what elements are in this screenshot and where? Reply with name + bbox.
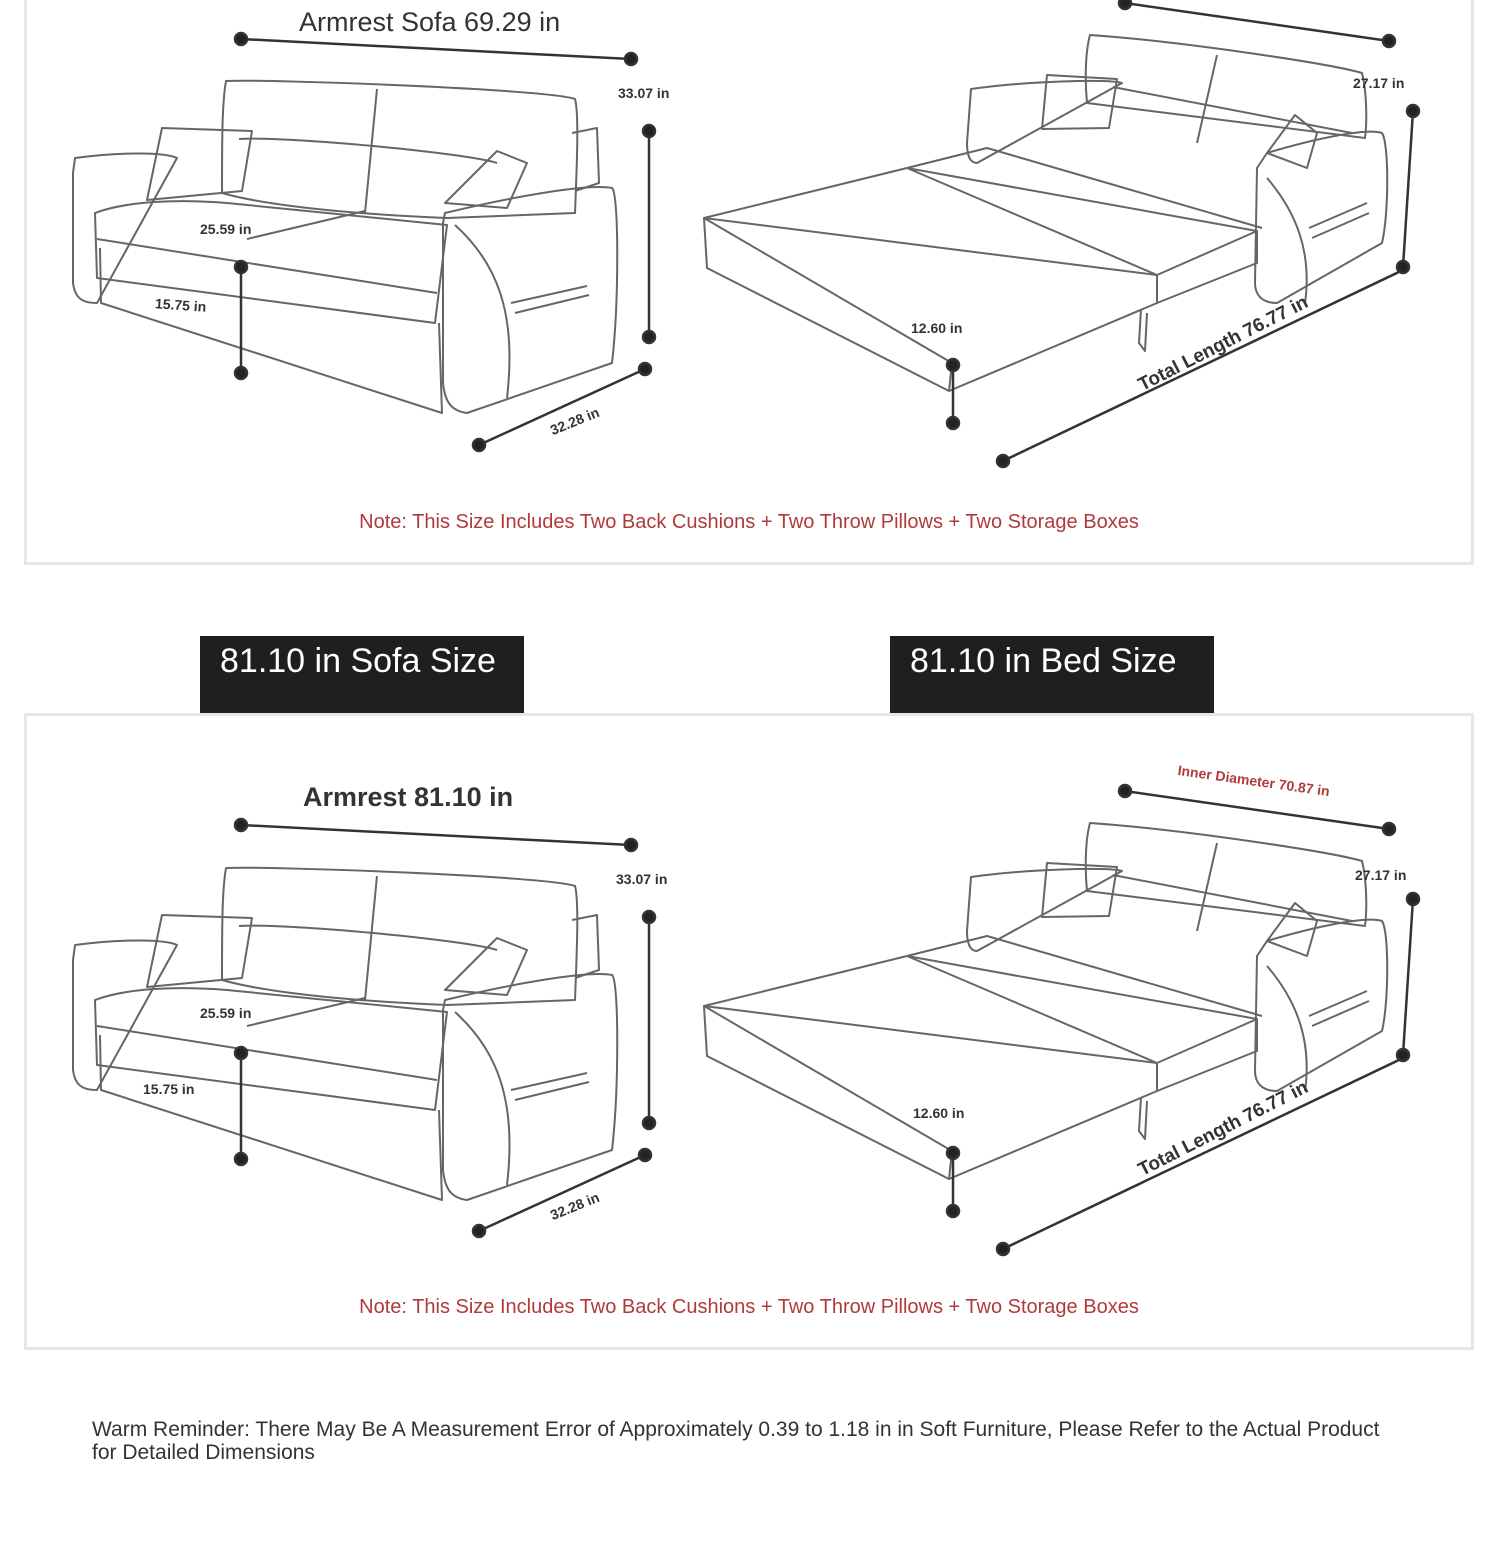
sofa-bed-illustration <box>703 34 1389 392</box>
sofa-illustration <box>72 866 619 1201</box>
sofa-illustration <box>72 79 619 414</box>
sofa-drawings-1 <box>72 0 1421 469</box>
size-panel-1: Armrest Sofa 69.29 in 33.07 in 25.59 in … <box>24 0 1474 565</box>
seat-depth-label: 25.59 in <box>200 221 252 237</box>
sofa-size-tab[interactable]: 81.10 in Sofa Size <box>200 636 524 714</box>
bed-dimension-lines <box>945 0 1421 469</box>
sofa-width-title: Armrest Sofa 69.29 in <box>299 7 561 37</box>
sofa-dimension-lines <box>233 817 657 1239</box>
bed-dimension-lines <box>945 783 1421 1257</box>
sofa-bed-illustration <box>703 822 1389 1180</box>
bed-back-height-label: 27.17 in <box>1355 867 1407 883</box>
seat-depth-label: 25.59 in <box>200 1005 252 1021</box>
sofa-height-label: 33.07 in <box>616 871 668 887</box>
measurement-reminder: Warm Reminder: There May Be A Measuremen… <box>92 1418 1380 1464</box>
bed-size-tab[interactable]: 81.10 in Bed Size <box>890 636 1214 714</box>
sofa-drawings-2 <box>72 783 1421 1257</box>
sofa-dimension-lines <box>233 31 657 453</box>
bed-back-height-label: 27.17 in <box>1353 75 1405 91</box>
size-note-1: Note: This Size Includes Two Back Cushio… <box>359 511 1139 533</box>
bed-height-label: 12.60 in <box>913 1105 965 1121</box>
size-note-2: Note: This Size Includes Two Back Cushio… <box>359 1296 1139 1318</box>
sofa-width-title: Armrest 81.10 in <box>303 782 514 812</box>
seat-height-label: 15.75 in <box>143 1081 195 1097</box>
sofa-height-label: 33.07 in <box>618 85 670 101</box>
bed-height-label: 12.60 in <box>911 320 963 336</box>
size-panel-2: Armrest 81.10 in Inner Diameter 70.87 in… <box>24 713 1474 1350</box>
